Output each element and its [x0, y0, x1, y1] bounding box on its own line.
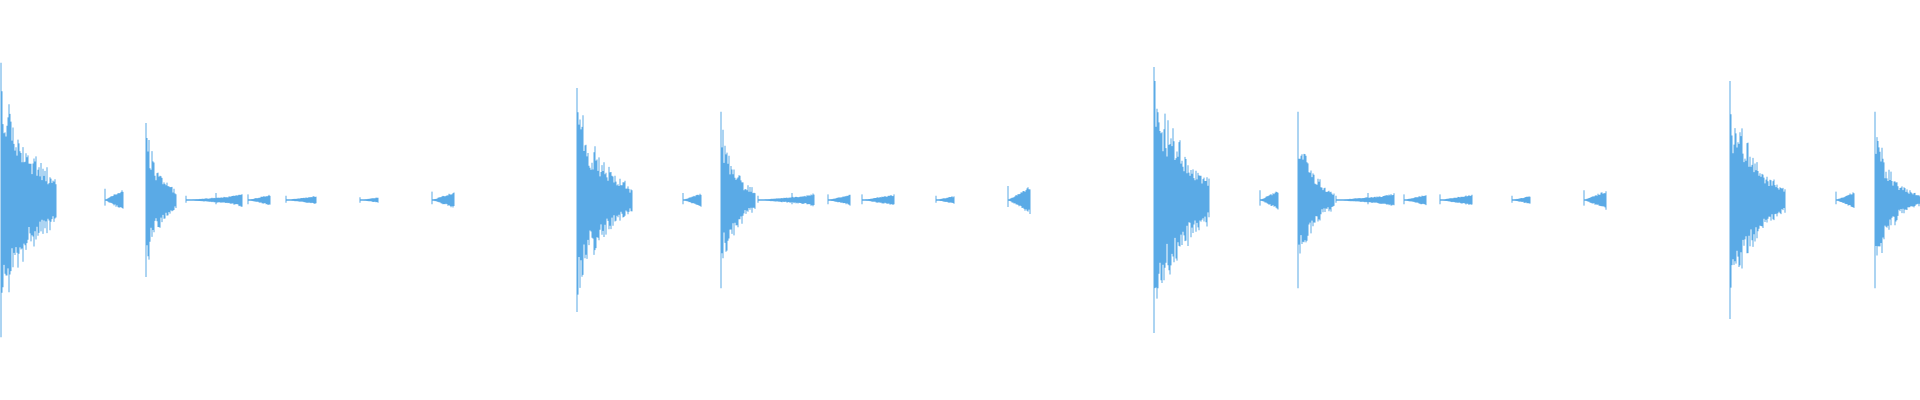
transient-waveform-path [720, 111, 756, 289]
transient-hit [1835, 191, 1855, 208]
transient-waveform-path [1874, 111, 1920, 289]
transient-hit [215, 193, 243, 207]
transient-hit [1007, 186, 1031, 214]
transient-hit [827, 194, 851, 206]
transient-hit [1297, 111, 1335, 289]
transient-hit [1583, 190, 1607, 210]
transient-hit [576, 88, 633, 312]
transient-hit [1439, 194, 1473, 205]
transient-hit [247, 194, 271, 205]
transient-hit [1153, 67, 1210, 333]
transient-waveform-path [1297, 111, 1335, 289]
transient-hit [791, 193, 815, 207]
transient-waveform-path [104, 188, 124, 209]
transient-hit [861, 194, 895, 205]
transient-hit [720, 111, 756, 289]
transient-hit [1511, 195, 1531, 204]
transient-waveform-path [1729, 81, 1786, 319]
transient-hit [0, 62, 57, 338]
transient-waveform-path [576, 88, 633, 312]
transient-hit [682, 193, 702, 207]
transient-hit [104, 188, 124, 209]
transient-hit [1367, 193, 1395, 206]
transient-waveform-path [0, 62, 57, 338]
transient-hit [285, 195, 317, 204]
transient-hit [1729, 81, 1786, 319]
transient-hit [1403, 194, 1427, 206]
transient-hit [145, 123, 177, 277]
transient-hit [935, 195, 955, 204]
transient-hit [359, 197, 379, 203]
transient-hit [1259, 190, 1279, 210]
transient-waveform-path [145, 123, 177, 277]
transient-hit [431, 191, 455, 208]
transient-waveform-path [1153, 67, 1210, 333]
transient-hit [1874, 111, 1920, 289]
